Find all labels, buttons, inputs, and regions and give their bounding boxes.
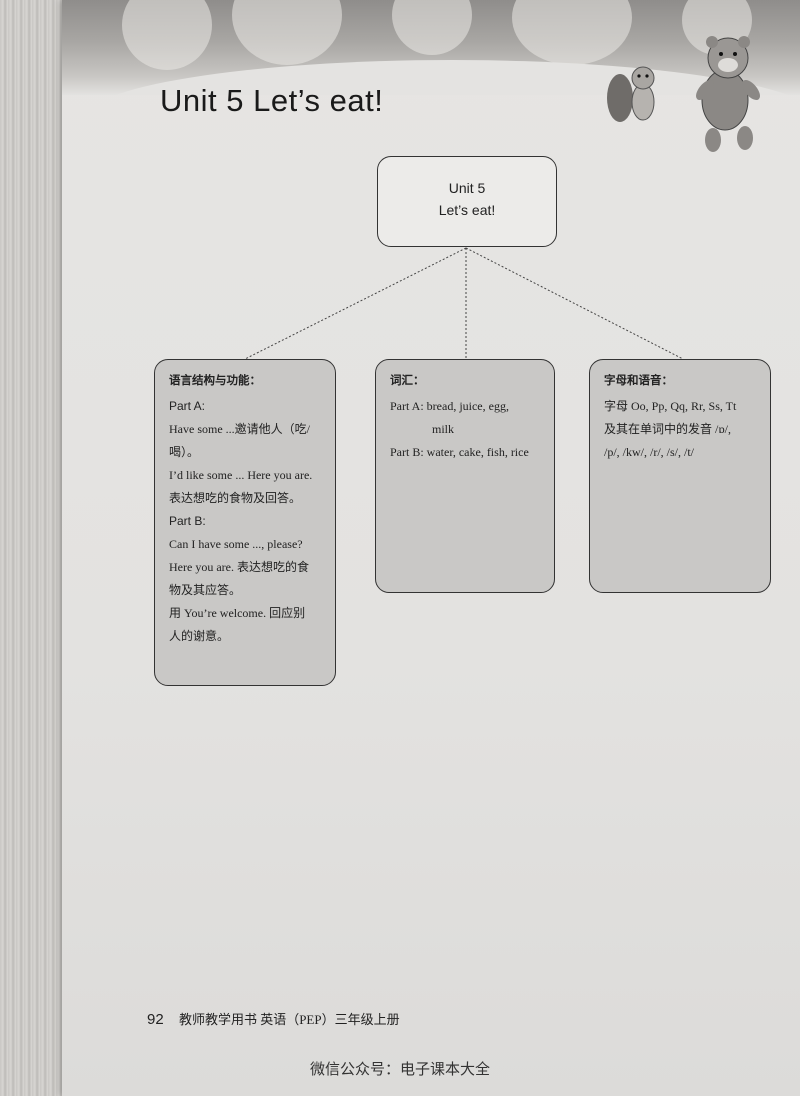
structure-line: 人的谢意。	[169, 629, 230, 643]
structure-line: Part B:	[169, 514, 206, 528]
phonics-heading: 字母和语音：	[604, 373, 673, 387]
phonics-line: 字母 Oo, Pp, Qq, Rr, Ss, Tt	[604, 399, 737, 413]
root-unit-name: Let’s eat!	[438, 202, 496, 218]
phonics-line: 及其在单词中的发音 /ɒ/,	[604, 422, 731, 436]
page-footer: 92 教师教学用书 英语（PEP）三年级上册	[147, 1009, 400, 1028]
structure-node: 语言结构与功能： Part A: Have some ...邀请他人（吃/ 喝）…	[154, 359, 336, 686]
structure-heading: 语言结构与功能：	[169, 373, 261, 387]
structure-line: 喝）。	[169, 445, 200, 459]
root-node: Unit 5 Let’s eat!	[377, 156, 557, 247]
vocabulary-part-b: Part B: water, cake, fish, rice	[390, 445, 529, 459]
page-number: 92	[147, 1011, 164, 1028]
vocabulary-part-a: Part A: bread, juice, egg,	[390, 399, 509, 413]
structure-line: Can I have some ..., please?	[169, 537, 303, 551]
vocabulary-node: 词汇： Part A: bread, juice, egg, milk Part…	[375, 359, 555, 593]
phonics-node: 字母和语音： 字母 Oo, Pp, Qq, Rr, Ss, Tt 及其在单词中的…	[589, 359, 771, 593]
structure-line: I’d like some ... Here you are.	[169, 468, 313, 482]
structure-line: Have some ...邀请他人（吃/	[169, 422, 310, 436]
vocabulary-part-a-cont: milk	[432, 422, 455, 436]
structure-line: Here you are. 表达想吃的食	[169, 560, 309, 574]
structure-line: 物及其应答。	[169, 583, 242, 597]
phonics-line: /p/, /kw/, /r/, /s/, /t/	[604, 445, 695, 459]
structure-line: Part A:	[169, 399, 206, 413]
watermark: 微信公众号：电子课本大全	[309, 1060, 490, 1078]
structure-line: 表达想吃的食物及回答。	[169, 491, 302, 505]
unit-title: Unit 5 Let’s eat!	[160, 83, 384, 118]
root-unit-number: Unit 5	[448, 180, 486, 196]
mascot-illustration	[607, 36, 760, 152]
vocabulary-heading: 词汇：	[390, 373, 425, 387]
book-title: 教师教学用书 英语（PEP）三年级上册	[178, 1012, 400, 1027]
structure-line: 用 You’re welcome. 回应别	[169, 606, 306, 620]
